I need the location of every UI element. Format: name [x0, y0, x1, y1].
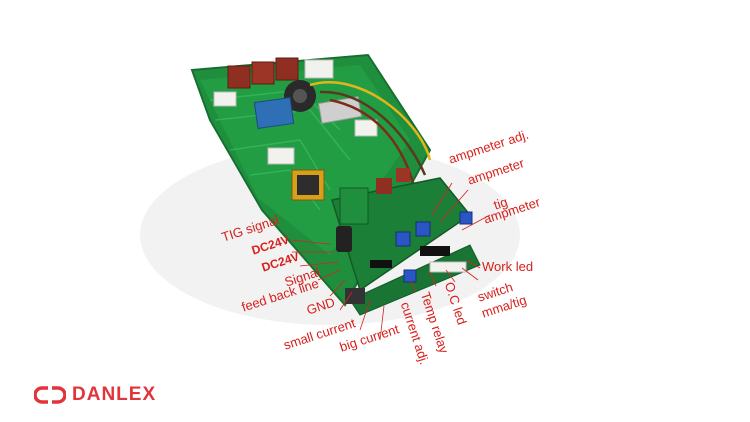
brand-logo: DANLEX: [34, 384, 156, 406]
leader-lines: [289, 182, 491, 341]
wires: [309, 81, 432, 191]
label-work-led: Work led: [482, 259, 534, 274]
control-board: [331, 168, 481, 316]
danlex-logo-icon: [34, 386, 66, 404]
brand-name: DANLEX: [72, 384, 157, 405]
